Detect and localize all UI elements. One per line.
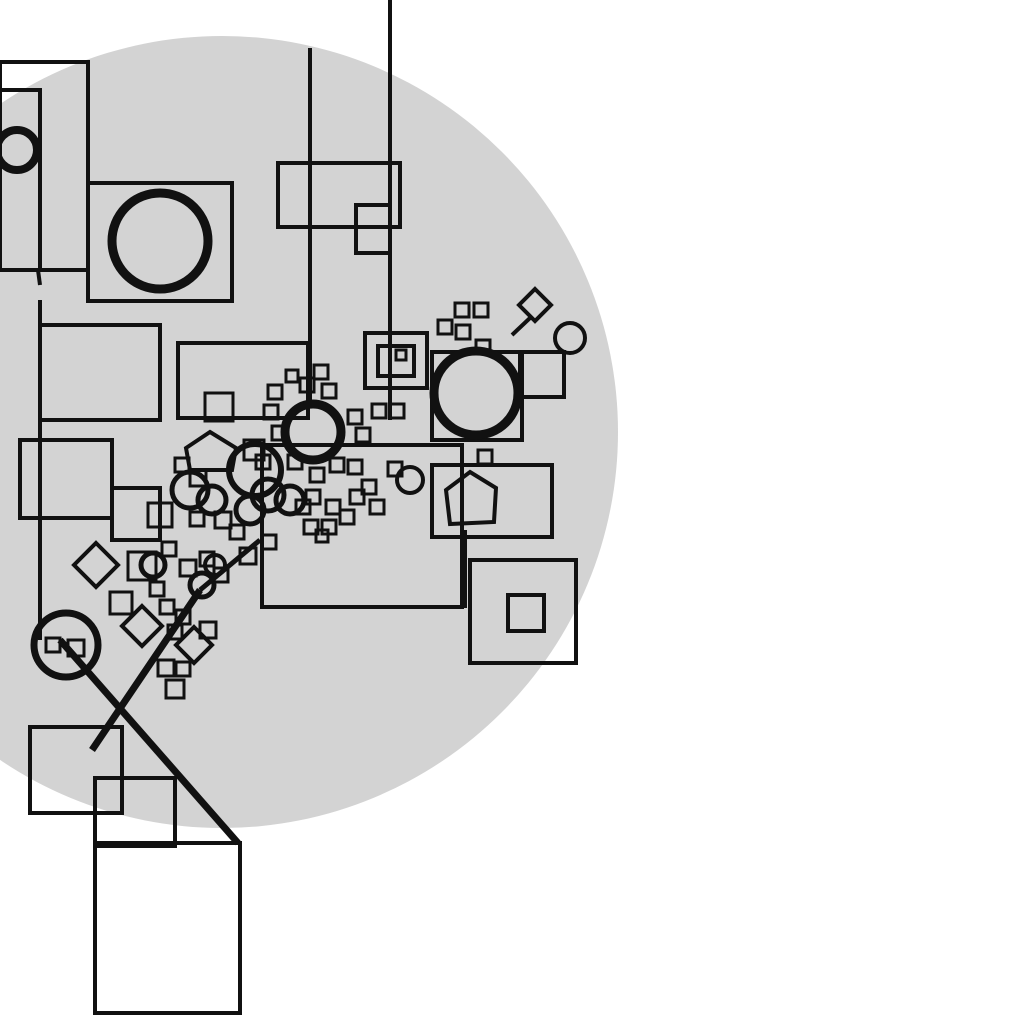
- small-square: [308, 466, 326, 484]
- pentagon: [183, 429, 239, 472]
- large-square: [276, 161, 402, 229]
- circle: [395, 465, 425, 495]
- line: [198, 538, 262, 592]
- circle: [273, 483, 307, 517]
- pentagon: [443, 469, 499, 527]
- small-square: [188, 510, 206, 528]
- small-square: [156, 658, 176, 678]
- large-square: [110, 486, 162, 542]
- small-square: [346, 458, 364, 476]
- small-square: [203, 391, 235, 423]
- small-square: [298, 376, 316, 394]
- small-square: [454, 323, 472, 341]
- small-square: [126, 550, 158, 582]
- line: [36, 269, 42, 286]
- small-square: [164, 678, 186, 700]
- small-square: [266, 383, 284, 401]
- small-square: [198, 620, 218, 640]
- small-square: [348, 488, 366, 506]
- small-square: [354, 426, 372, 444]
- large-square: [0, 88, 42, 272]
- diamond: [173, 624, 215, 666]
- circle: [280, 399, 346, 465]
- small-square: [338, 508, 356, 526]
- diamond: [119, 603, 165, 649]
- small-square: [328, 456, 346, 474]
- circle: [429, 346, 523, 440]
- circle: [107, 188, 213, 294]
- small-square: [178, 558, 198, 578]
- large-square: [93, 776, 177, 848]
- circle: [233, 493, 267, 527]
- small-square: [370, 402, 388, 420]
- large-square: [376, 344, 416, 378]
- small-square: [472, 301, 490, 319]
- small-square: [174, 660, 192, 678]
- grey-disc: [0, 36, 618, 828]
- small-square: [228, 523, 246, 541]
- small-square: [453, 301, 471, 319]
- small-square: [108, 590, 134, 616]
- small-square: [314, 528, 330, 544]
- small-square: [158, 598, 176, 616]
- small-square: [368, 498, 386, 516]
- large-square: [468, 558, 578, 665]
- large-square: [518, 350, 566, 399]
- large-square: [28, 725, 124, 815]
- small-square: [302, 518, 320, 536]
- circle: [138, 550, 168, 580]
- small-square: [360, 478, 378, 496]
- large-square: [363, 331, 429, 390]
- small-square: [312, 363, 330, 381]
- large-square: [0, 60, 90, 272]
- line: [510, 316, 532, 337]
- circle: [187, 570, 217, 600]
- circle: [30, 609, 102, 681]
- line: [57, 637, 241, 846]
- small-square: [324, 498, 342, 516]
- large-square: [18, 438, 114, 520]
- circle: [195, 483, 229, 517]
- large-square: [506, 593, 546, 633]
- diamond: [71, 540, 121, 590]
- small-square: [262, 403, 280, 421]
- large-square: [93, 841, 242, 1015]
- small-square: [476, 448, 494, 466]
- small-square: [242, 438, 266, 462]
- small-square: [160, 540, 178, 558]
- circle: [0, 126, 41, 174]
- small-square: [146, 501, 174, 529]
- small-square: [394, 348, 408, 362]
- diamond: [516, 286, 554, 324]
- small-square: [148, 580, 166, 598]
- small-square: [260, 533, 278, 551]
- small-square: [320, 382, 338, 400]
- small-square: [254, 453, 272, 471]
- circle: [553, 321, 587, 355]
- small-square: [436, 318, 454, 336]
- large-square: [260, 443, 464, 609]
- small-square: [284, 368, 300, 384]
- small-square: [346, 408, 364, 426]
- large-square: [86, 181, 234, 303]
- line: [89, 588, 203, 752]
